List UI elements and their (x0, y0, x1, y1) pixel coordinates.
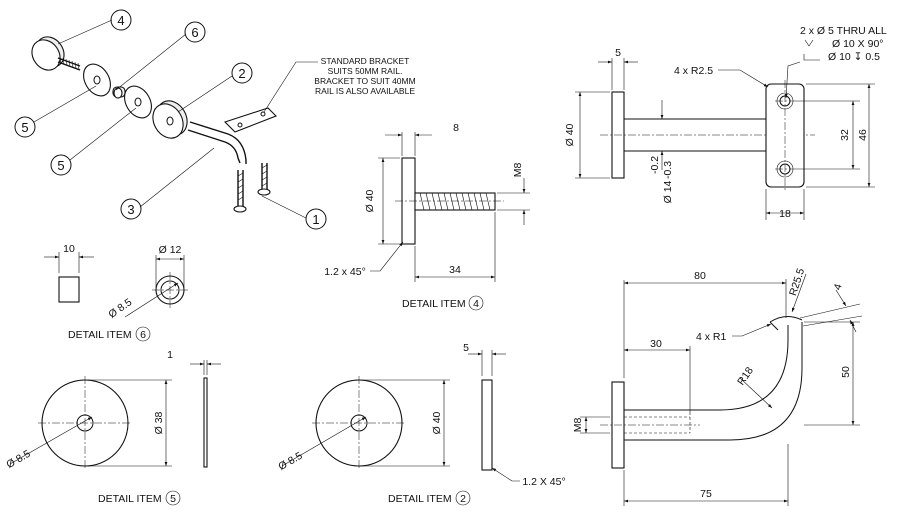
balloon-5-a-label: 5 (21, 120, 28, 135)
d6-caption-item: 6 (140, 329, 146, 341)
d4-length-dim: 34 (449, 264, 461, 276)
d6-caption: DETAIL ITEM (68, 329, 132, 341)
balloon-1-label: 1 (312, 212, 319, 227)
d4-dia-dim: Ø 40 (364, 189, 376, 212)
d4-thread-dim: M8 (512, 163, 524, 178)
balloon-2-label: 2 (238, 66, 245, 81)
screw-parts (233, 163, 271, 213)
note-line-4: RAIL IS ALSO AVAILABLE (315, 86, 415, 96)
d5-caption-item: 5 (170, 493, 176, 505)
detail-item-5: Ø 8.5 Ø 38 1 DETAIL ITEM 5 (4, 349, 221, 506)
bt-height-dim: 46 (857, 129, 869, 141)
bs-length-dim: 80 (694, 270, 706, 282)
d2-caption: DETAIL ITEM (388, 493, 452, 505)
bs-thread-dim: M8 (572, 418, 584, 433)
bt-plate-dim: 5 (615, 47, 621, 59)
bs-bend-dim: R18 (735, 365, 756, 388)
rosette-stud-part (31, 36, 81, 71)
bt-radius-dim: 4 x R2.5 (674, 65, 713, 77)
d5-caption: DETAIL ITEM (98, 493, 162, 505)
rosette-part (152, 100, 188, 139)
bt-pitch-dim: 32 (839, 129, 851, 141)
d5-thick-dim: 1 (167, 349, 173, 361)
bs-overall-dim: 75 (700, 488, 712, 500)
d6-width-dim: 10 (63, 243, 75, 255)
bt-rod-dim: Ø 14 (662, 180, 674, 203)
d6-inner-dim: Ø 8.5 (106, 296, 134, 321)
bracket-note: STANDARD BRACKET SUITS 50MM RAIL. BRACKE… (263, 56, 416, 113)
balloon-6-label: 6 (191, 25, 198, 40)
balloon-5-b-label: 5 (57, 158, 64, 173)
note-line-3: BRACKET TO SUIT 40MM (314, 76, 415, 86)
balloon-4-label: 4 (117, 13, 124, 28)
d2-caption-item: 2 (460, 493, 466, 505)
item-balloons: 4 6 5 5 2 3 1 (14, 9, 327, 230)
d2-thick-dim: 5 (463, 342, 469, 354)
balloon-3-label: 3 (127, 202, 134, 217)
detail-item-6: 10 Ø 12 Ø 8.5 DETAIL ITEM 6 (44, 243, 188, 342)
bt-disc-dim: Ø 40 (564, 123, 576, 146)
bracket-arm-part (187, 107, 277, 164)
bt-width-dim: 18 (779, 208, 791, 220)
d6-outer-dim: Ø 12 (159, 244, 182, 256)
washer-part-a (83, 63, 111, 97)
balloon-3 (120, 198, 142, 220)
bracket-side-view: 80 R25.5 4 4 x R1 30 R18 50 M8 75 (572, 267, 863, 506)
d2-dia-dim: Ø 40 (431, 411, 443, 434)
d6-caption-balloon (135, 326, 151, 342)
detail-item-4: 8 Ø 40 M8 34 1.2 x 45° DETAIL ITEM 4 (324, 122, 530, 311)
d4-head-dim: 8 (453, 122, 459, 134)
note-line-2: SUITS 50MM RAIL. (328, 66, 403, 76)
bt-holes-line2: Ø 10 X 90° (832, 38, 883, 50)
d4-caption: DETAIL ITEM (402, 298, 466, 310)
bracket-front-view: 5 4 x R2.5 2 x Ø 5 THRU ALL Ø 10 X 90° Ø… (564, 25, 887, 220)
bt-holes-line1: 2 x Ø 5 THRU ALL (800, 25, 887, 37)
bs-rtop-dim: R25.5 (787, 267, 807, 298)
d5-caption-balloon (165, 490, 181, 506)
note-line-1: STANDARD BRACKET (321, 56, 410, 66)
d2-chamfer-dim: 1.2 X 45° (522, 476, 565, 488)
d2-caption-balloon (455, 490, 471, 506)
washer-part-b (124, 85, 152, 119)
exploded-assembly: 4 6 5 5 2 3 1 STANDARD BRACKET SUITS 50M (14, 9, 416, 230)
bt-tol-a: -0.2 (649, 156, 661, 174)
balloon-1 (305, 208, 327, 230)
d5-hole-dim: Ø 8.5 (4, 448, 32, 471)
balloon-4 (110, 9, 132, 31)
spacer-part (112, 86, 126, 99)
d4-chamfer-dim: 1.2 x 45° (324, 266, 366, 278)
bt-tol-b: -0.3 (662, 161, 674, 179)
bs-thk-dim: 4 (832, 282, 845, 291)
d4-caption-item: 4 (473, 298, 479, 310)
bs-corners-dim: 4 x R1 (696, 331, 727, 343)
balloon-2 (231, 62, 253, 84)
bs-height-dim: 50 (840, 366, 852, 378)
balloon-5-b (50, 154, 72, 176)
detail-item-2: Ø 8.5 Ø 40 5 1.2 X 45° DETAIL ITEM 2 (276, 342, 566, 506)
d5-dia-dim: Ø 38 (153, 411, 165, 434)
d4-caption-balloon (468, 295, 484, 311)
bs-threadlen-dim: 30 (650, 338, 662, 350)
balloon-6 (184, 21, 206, 43)
balloon-5-a (14, 116, 36, 138)
d2-hole-dim: Ø 8.5 (276, 450, 304, 473)
bt-holes-line3: Ø 10 ↧ 0.5 (828, 51, 880, 63)
